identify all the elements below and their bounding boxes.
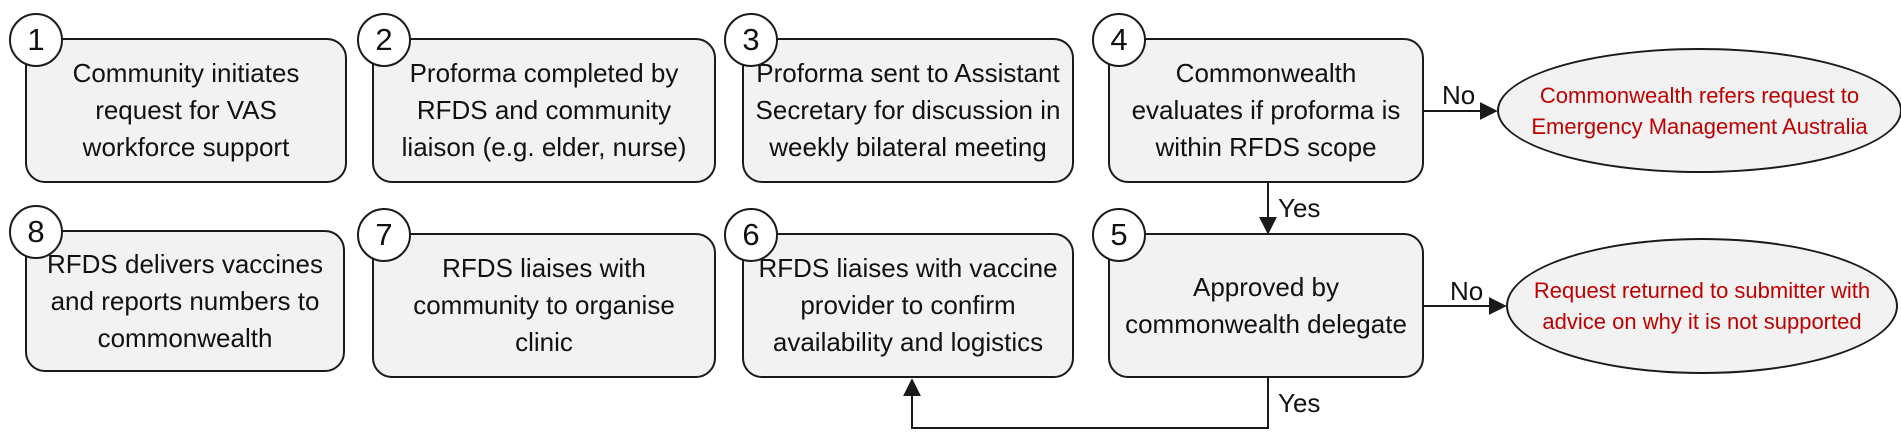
step-6-number: 6 xyxy=(724,208,778,262)
step-1-number: 1 xyxy=(9,13,63,67)
step-5-box: Approved by commonwealth delegate xyxy=(1108,233,1424,378)
referral-outcome-ellipse: Commonwealth refers request to Emergency… xyxy=(1497,48,1901,173)
step-2-number: 2 xyxy=(357,13,411,67)
step-1-box: Community initiates request for VAS work… xyxy=(25,38,347,183)
step-4-text: Commonwealth evaluates if proforma is wi… xyxy=(1131,58,1401,162)
step-3-text: Proforma sent to Assistant Secretary for… xyxy=(755,58,1061,162)
edge-label-yes-4: Yes xyxy=(1278,193,1321,223)
edge-label-no-5: No xyxy=(1450,276,1484,306)
step-6-box: RFDS liaises with vaccine provider to co… xyxy=(742,233,1074,378)
step-7-text: RFDS liaises with community to organise … xyxy=(413,253,675,357)
step-3-number: 3 xyxy=(724,13,778,67)
arrow-5-to-6 xyxy=(903,378,1269,429)
step-2-box: Proforma completed by RFDS and community… xyxy=(372,38,716,183)
returned-outcome-ellipse: Request returned to submitter with advic… xyxy=(1506,238,1898,374)
step-8-box: RFDS delivers vaccines and reports numbe… xyxy=(25,230,345,372)
step-7-number: 7 xyxy=(357,208,411,262)
step-1-text: Community initiates request for VAS work… xyxy=(72,58,300,162)
step-2-text: Proforma completed by RFDS and community… xyxy=(401,58,687,162)
step-4-box: Commonwealth evaluates if proforma is wi… xyxy=(1108,38,1424,183)
step-8-text: RFDS delivers vaccines and reports numbe… xyxy=(47,248,323,353)
edge-label-no-4: No xyxy=(1442,80,1476,110)
step-3-box: Proforma sent to Assistant Secretary for… xyxy=(742,38,1074,183)
step-8-number: 8 xyxy=(9,205,63,259)
returned-outcome-text: Request returned to submitter with advic… xyxy=(1533,278,1871,334)
step-5-text: Approved by commonwealth delegate xyxy=(1125,271,1407,339)
step-4-number: 4 xyxy=(1092,13,1146,67)
referral-outcome-text: Commonwealth refers request to Emergency… xyxy=(1531,82,1868,139)
step-6-text: RFDS liaises with vaccine provider to co… xyxy=(758,253,1058,357)
edge-label-yes-5: Yes xyxy=(1278,388,1321,418)
step-5-number: 5 xyxy=(1092,208,1146,262)
step-7-box: RFDS liaises with community to organise … xyxy=(372,233,716,378)
